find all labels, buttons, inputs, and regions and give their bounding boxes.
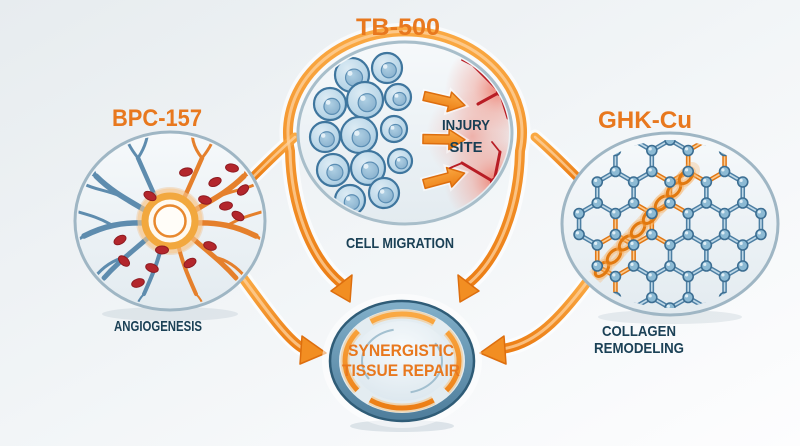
arrowhead-tb-left [330,274,353,303]
ghkcu-caption-line1: COLLAGEN [602,323,676,340]
tb500-caption: CELL MIGRATION [346,235,454,252]
arrowhead-bpc [299,335,327,365]
outcome-orange-ring [342,311,462,411]
synergy-arrows [235,22,595,365]
bpc157-caption: ANGIOGENESIS [114,318,202,335]
outcome-label-line1: SYNERGISTIC [348,341,454,360]
ghkcu-caption-line2: REMODELING [594,340,684,357]
arrowhead-ghk [479,335,507,365]
bpc157-shadow [102,307,238,321]
stem-cells-icon [308,51,414,217]
ghkcu-shadow [598,310,742,324]
injury-site-label-line1: INJURY [442,117,490,134]
red-blood-cells [113,163,250,288]
ghkcu-circle [560,131,780,317]
arrowhead-tb-right [457,274,480,303]
ghkcu-node: GHK-Cu COLLAGEN REMODELING [560,107,780,357]
outcome-label-line2: TISSUE REPAIR [342,361,460,380]
bpc157-title: BPC-157 [112,105,202,132]
outcome-node: SYNERGISTIC TISSUE REPAIR [322,294,482,432]
ghkcu-title: GHK-Cu [598,107,692,134]
tb500-title: TB-500 [356,14,440,41]
injury-site-label-line2: SITE [450,139,483,156]
tb500-node: INJURY SITE TB-500 CELL MIGRATION [296,14,514,252]
